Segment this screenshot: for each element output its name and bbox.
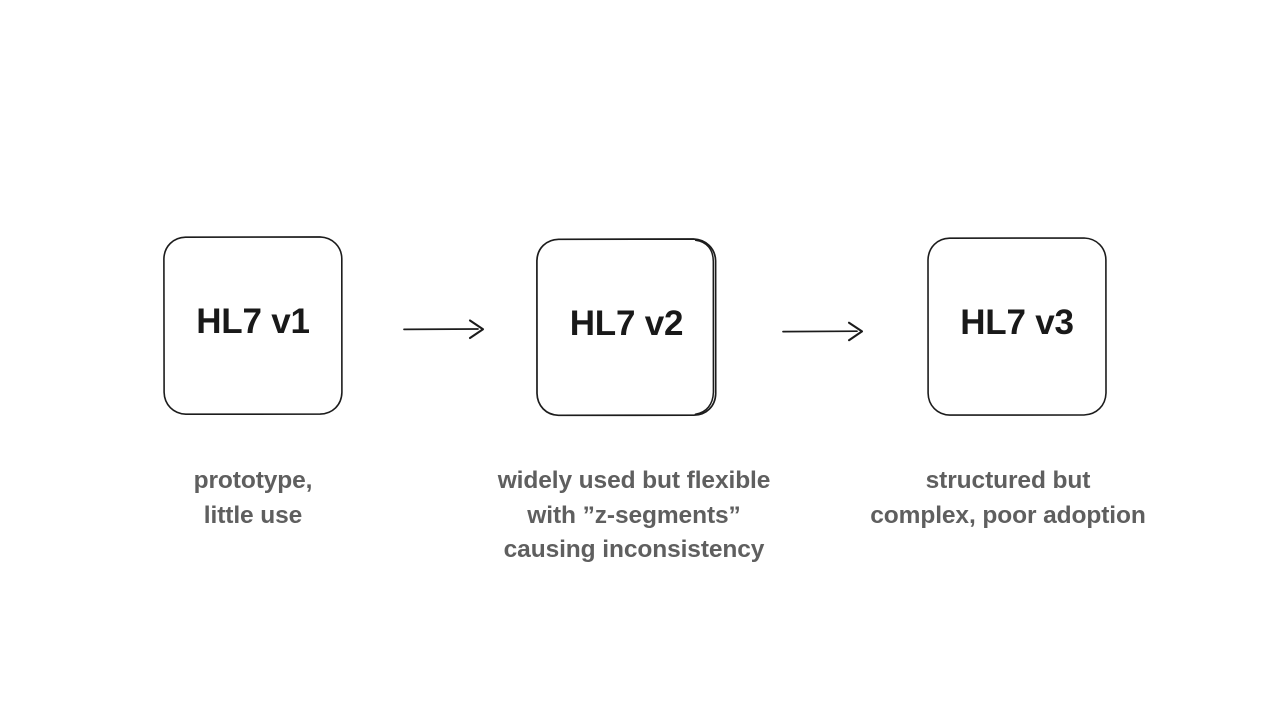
caption-hl7-v2: widely used but flexible with ”z-segment…: [497, 467, 771, 563]
caption-hl7-v1: prototype, little use: [193, 467, 313, 529]
node-label-hl7-v3: HL7 v3: [960, 303, 1074, 342]
node-hl7-v1[interactable]: HL7 v1: [163, 236, 343, 415]
node-label-hl7-v2: HL7 v2: [569, 303, 684, 343]
node-label-hl7-v1: HL7 v1: [196, 302, 310, 341]
caption-hl7-v3: structured but complex, poor adoption: [870, 467, 1146, 529]
arrow-v1-to-v2-icon: [403, 319, 485, 340]
arrow-v2-to-v3-icon: [782, 321, 864, 342]
node-hl7-v2[interactable]: HL7 v2: [536, 238, 717, 417]
node-hl7-v3[interactable]: HL7 v3: [927, 237, 1107, 416]
